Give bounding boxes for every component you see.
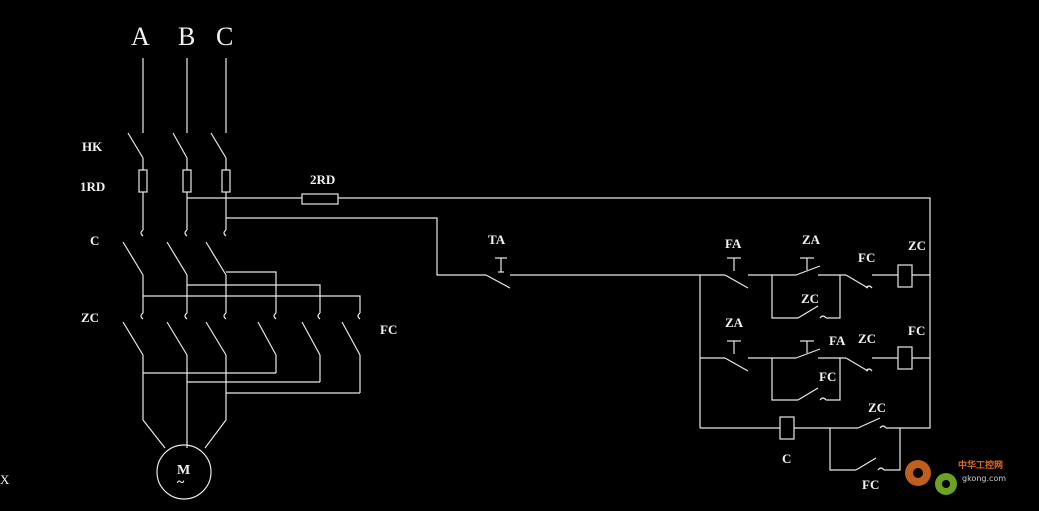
side-mark: X	[0, 472, 10, 487]
watermark-url: gkong.com	[962, 474, 1006, 483]
rung-c-contactor	[700, 416, 910, 471]
motor: M ~	[156, 444, 212, 500]
phase-reversal-wiring	[142, 355, 361, 449]
fa-top-label: FA	[725, 236, 742, 251]
fc-interlock-top-label: FC	[858, 250, 875, 265]
fc-feed-bus	[143, 271, 361, 313]
zc-bottom-label: ZC	[868, 400, 886, 415]
fc-bottom-label: FC	[862, 477, 879, 492]
fc-hold-mid-label: FC	[819, 369, 836, 384]
zc-main-label: ZC	[81, 310, 99, 325]
rd2-label: 2RD	[310, 172, 335, 187]
control-supply-rail	[338, 197, 931, 429]
fuse-2rd	[301, 193, 339, 205]
zc-coil-top-label: ZC	[908, 238, 926, 253]
fa-mid-label: FA	[829, 333, 846, 348]
c-main-contacts	[122, 229, 227, 296]
ta-label: TA	[488, 232, 506, 247]
c-main-label: C	[90, 233, 99, 248]
hk-label: HK	[82, 139, 103, 154]
hk-knife-switch	[127, 132, 227, 170]
motor-label: M	[177, 463, 190, 478]
gkong-watermark: 中华工控网 gkong.com	[905, 459, 1006, 495]
phase-b-label: B	[178, 22, 195, 51]
control-circuit: 2RD TA	[187, 172, 931, 492]
c-coil-label: C	[782, 451, 791, 466]
za-top-label: ZA	[802, 232, 821, 247]
power-circuit: A B C HK 1RD	[80, 22, 397, 500]
zc-hold-top-label: ZC	[801, 291, 819, 306]
za-mid-label: ZA	[725, 315, 744, 330]
zc-interlock-mid-label: ZC	[858, 331, 876, 346]
control-feed-line	[226, 217, 486, 276]
rung-forward	[700, 257, 930, 319]
phase-a-label: A	[131, 22, 150, 51]
fc-coil-mid-label: FC	[908, 323, 925, 338]
rung-reverse	[700, 340, 930, 401]
fuse-1rd	[138, 169, 231, 193]
zc-fc-main-contacts	[122, 296, 361, 356]
fc-main-label: FC	[380, 322, 397, 337]
ta-stop-button	[485, 257, 511, 289]
gear-icon	[905, 460, 957, 495]
motor-ac-symbol: ~	[177, 475, 185, 490]
phase-c-label: C	[216, 22, 233, 51]
watermark-name: 中华工控网	[958, 459, 1003, 471]
rd1-label: 1RD	[80, 179, 105, 194]
